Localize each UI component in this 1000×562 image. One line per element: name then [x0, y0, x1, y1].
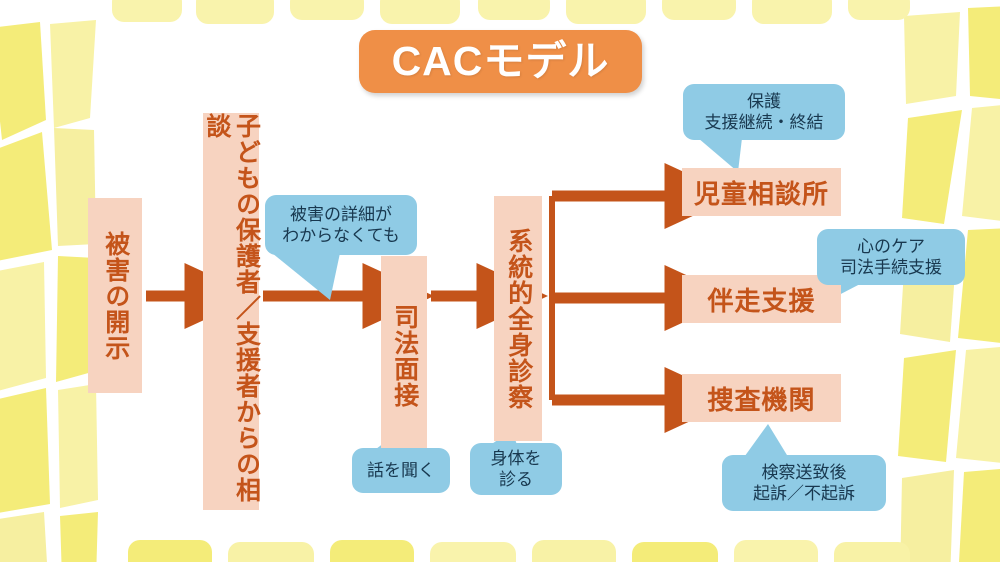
bubble-mental-care[interactable]: 心のケア 司法手続支援 [817, 229, 965, 285]
flow-box-consultation[interactable]: 子どもの保護者／支援者からの相談 [203, 113, 261, 510]
bubble-mental-care-line2: 司法手続支援 [840, 258, 942, 277]
bubble-prosecution-line1: 検察送致後 [761, 462, 847, 482]
slide-title-pill: CACモデル [359, 30, 642, 93]
bubble-unclear-details[interactable]: 被害の詳細が わからなくても [265, 195, 417, 255]
bubble-examine-body[interactable]: 身体を 診る [470, 443, 562, 495]
flow-box-forensic-interview[interactable]: 司法面接 [381, 256, 427, 456]
flow-box-child-guidance-center-label: 児童相談所 [693, 178, 829, 209]
bubble-listen-to-story-line1: 話を聞く [367, 460, 435, 480]
flow-box-investigative-agency[interactable]: 捜査機関 [682, 374, 841, 422]
flow-box-disclosure[interactable]: 被害の開示 [88, 198, 142, 393]
flow-box-child-guidance-center[interactable]: 児童相談所 [682, 168, 841, 216]
flow-box-forensic-interview-label: 司法面接 [390, 304, 419, 408]
flow-box-disclosure-label: 被害の開示 [101, 230, 130, 361]
bubble-unclear-details-line2: わからなくても [282, 226, 400, 245]
bubble-examine-body-line1: 身体を [490, 448, 542, 468]
bubble-protection-support-line1: 保護 [747, 91, 781, 111]
bubble-unclear-details-line1: 被害の詳細が [290, 204, 392, 224]
flow-box-investigative-agency-label: 捜査機関 [707, 384, 816, 415]
flow-box-accompaniment-support[interactable]: 伴走支援 [682, 275, 841, 323]
tail-hogo [698, 138, 742, 172]
flow-box-systematic-exam[interactable]: 系統的全身診察 [494, 196, 542, 441]
flow-box-systematic-exam-label: 系統的全身診察 [504, 227, 533, 410]
flow-box-accompaniment-support-label: 伴走支援 [707, 285, 816, 316]
flow-box-consultation-label: 子どもの保護者／支援者からの相談 [203, 113, 261, 503]
tail-detail [272, 253, 340, 300]
slide-title-text: CACモデル [391, 38, 610, 84]
bubble-prosecution-line2: 起訴／不起訴 [753, 484, 855, 503]
bubble-listen-to-story[interactable]: 話を聞く [352, 448, 450, 493]
bubble-prosecution[interactable]: 検察送致後 起訴／不起訴 [722, 455, 886, 511]
bubble-mental-care-line1: 心のケア [857, 236, 925, 256]
bubble-examine-body-line2: 診る [499, 470, 533, 489]
bubble-protection-support-line2: 支援継続・終結 [704, 113, 824, 132]
bubble-protection-support[interactable]: 保護 支援継続・終結 [683, 84, 845, 140]
